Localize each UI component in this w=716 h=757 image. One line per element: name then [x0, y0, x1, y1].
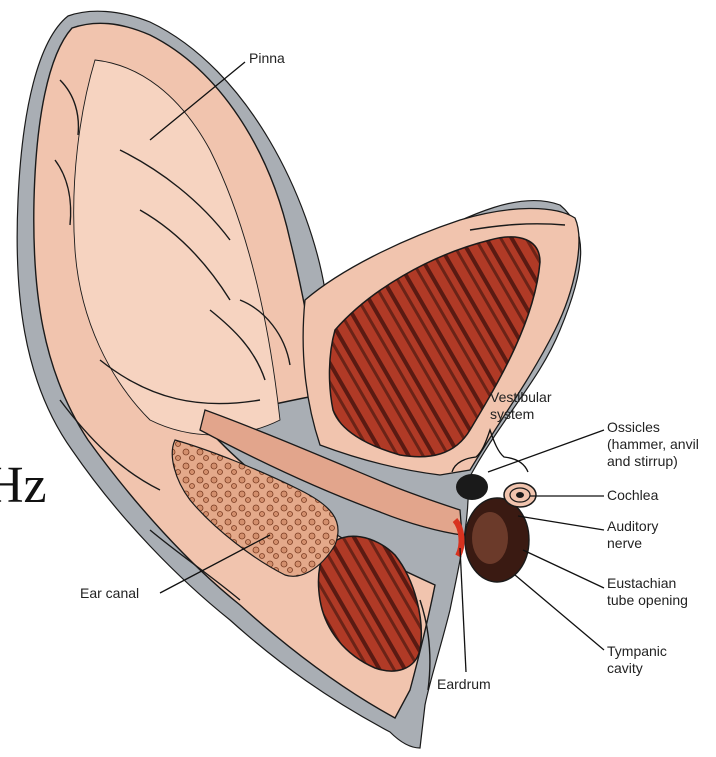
label-eardrum: Eardrum	[437, 676, 491, 692]
middle-ear	[455, 474, 536, 582]
label-auditory-nerve-line1: Auditory	[607, 518, 658, 534]
label-vestibular-system-line1: Vestibular	[490, 389, 552, 405]
cropped-text-fragment: Hz	[0, 457, 47, 514]
label-eustachian-line2: tube opening	[607, 592, 688, 608]
label-ossicles-line1: Ossicles	[607, 419, 660, 435]
label-ossicles-line2: (hammer, anvil	[607, 436, 699, 452]
label-tympanic-line1: Tympanic	[607, 643, 667, 659]
ossicles	[456, 474, 488, 500]
label-vestibular-system-line2: system	[490, 406, 534, 422]
label-ossicles-line3: and stirrup)	[607, 453, 678, 469]
label-pinna: Pinna	[249, 50, 285, 66]
label-ear-canal: Ear canal	[80, 585, 139, 601]
label-cochlea: Cochlea	[607, 487, 659, 503]
label-auditory-nerve-line2: nerve	[607, 535, 642, 551]
label-eustachian-line1: Eustachian	[607, 575, 676, 591]
label-tympanic-line2: cavity	[607, 660, 643, 676]
tympanic-cavity-highlight	[472, 512, 508, 564]
